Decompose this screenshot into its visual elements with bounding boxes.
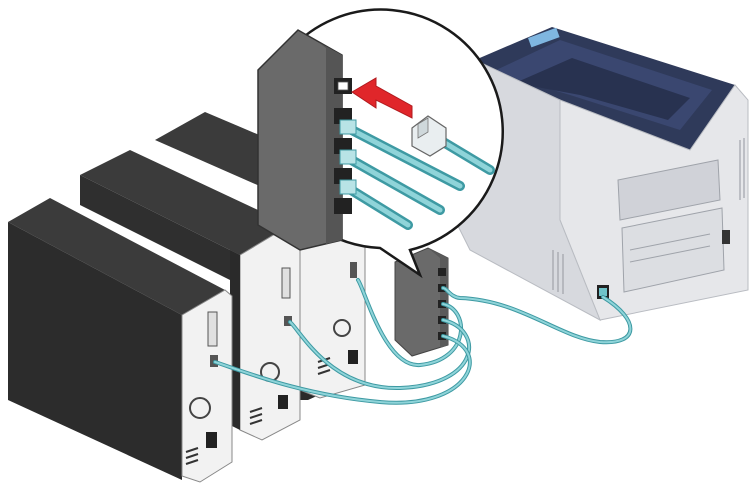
lan-cables [213,278,633,405]
printer-icon [439,27,749,322]
printer-vents [552,138,745,294]
pc-fan [333,319,351,337]
pc-fan [189,397,211,419]
insert-arrow-icon [351,77,413,119]
printer-rear-door [617,159,721,221]
magnifier-callout [257,8,504,279]
printer-panel-display [527,27,560,48]
pc-rear-panel [181,289,233,483]
ethernet-plug-icon [411,115,495,175]
pc-rear-panel [239,224,301,441]
target-port [337,81,349,91]
desktop-pc-icon [8,198,233,483]
